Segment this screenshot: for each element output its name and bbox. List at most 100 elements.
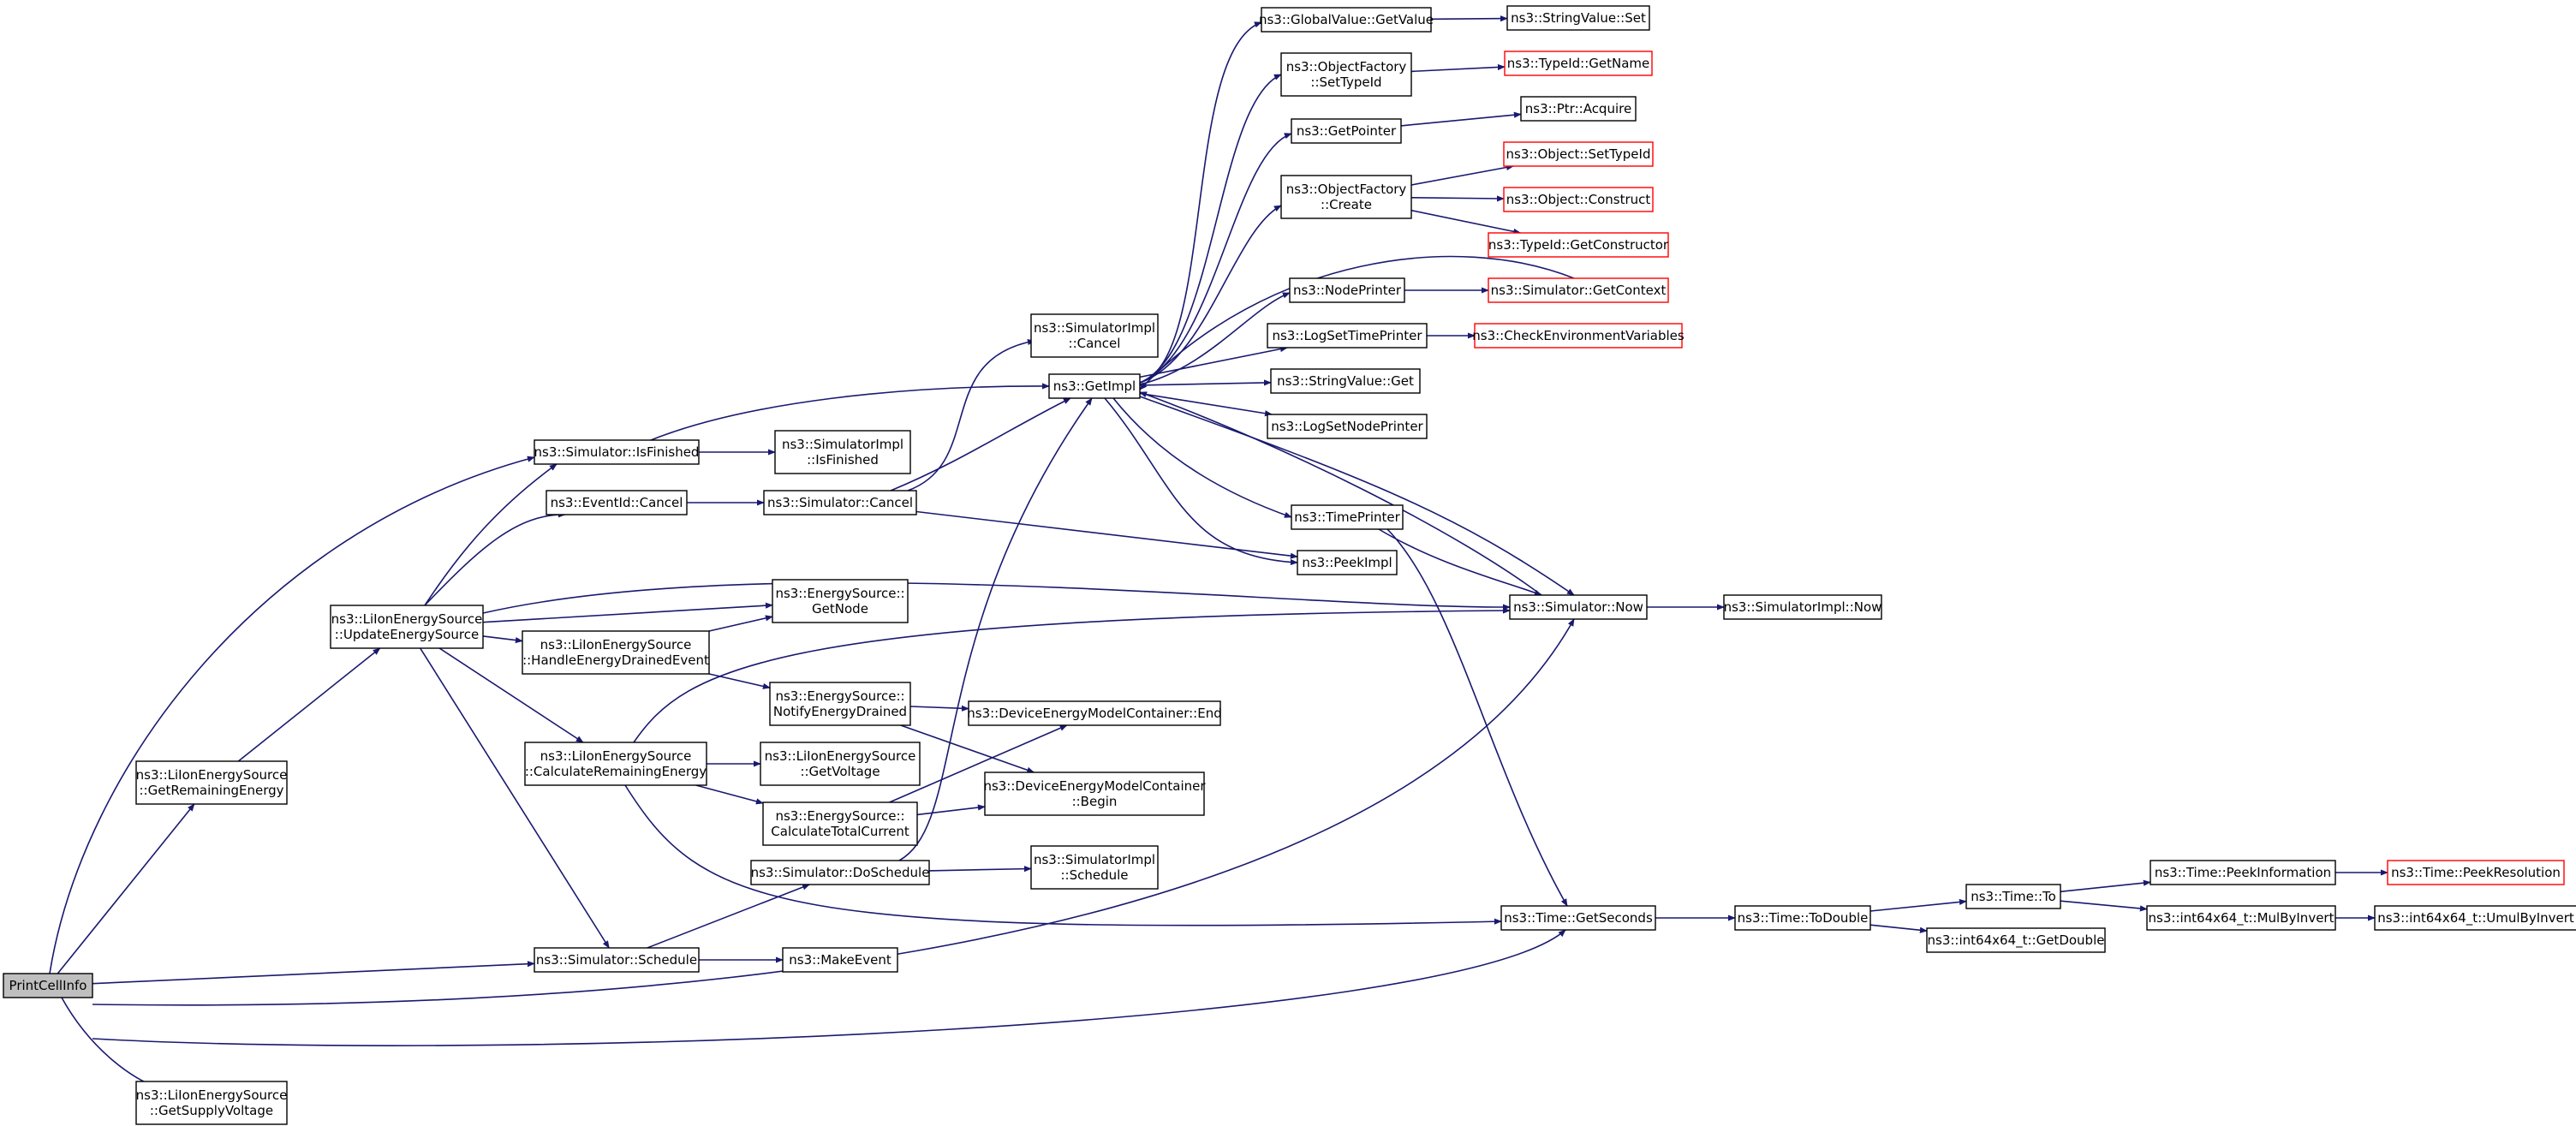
edge-print-to-simNow: [92, 618, 1575, 1006]
node-logSetNodePrinter[interactable]: ns3::LogSetNodePrinter: [1267, 414, 1428, 439]
edge-calcRemEnergy-to-calcTotalCurrent: [695, 784, 764, 805]
node-label-timePeekRes: ns3::Time::PeekResolution: [2391, 865, 2561, 880]
node-timeGetSeconds[interactable]: ns3::Time::GetSeconds: [1500, 905, 1656, 931]
node-updateES[interactable]: ns3::LiIonEnergySource::UpdateEnergySour…: [330, 605, 484, 649]
node-box-nodePrinter: [1289, 277, 1405, 303]
node-calcTotalCurrent[interactable]: ns3::EnergySource::CalculateTotalCurrent: [762, 801, 918, 846]
node-demcBegin[interactable]: ns3::DeviceEnergyModelContainer::Begin: [983, 772, 1206, 816]
node-label-getSupplyV: ns3::LiIonEnergySource: [136, 1087, 288, 1103]
node-demcEnd[interactable]: ns3::DeviceEnergyModelContainer::End: [967, 700, 1222, 726]
edge-simCancel-to-getImpl: [890, 397, 1071, 492]
node-getImpl[interactable]: ns3::GetImpl: [1048, 373, 1141, 399]
edge-updateES-to-handleDrained: [482, 635, 523, 644]
node-nodePrinter[interactable]: ns3::NodePrinter: [1289, 277, 1405, 303]
node-peekImpl[interactable]: ns3::PeekImpl: [1297, 550, 1398, 575]
edge-handleDrained-to-getNode: [708, 615, 773, 632]
node-implCancel[interactable]: ns3::SimulatorImpl::Cancel: [1030, 313, 1159, 358]
node-timePrinter[interactable]: ns3::TimePrinter: [1291, 504, 1404, 530]
edge-updateES-to-getNode: [482, 602, 773, 623]
node-simSchedule[interactable]: ns3::Simulator::Schedule: [534, 947, 700, 973]
node-box-calcTotalCurrent: [762, 801, 918, 846]
node-box-simSchedule: [534, 947, 700, 973]
edge-getImpl-to-timePrinter: [1112, 397, 1292, 518]
node-int64UmulByInvert[interactable]: ns3::int64x64_t::UmulByInvert: [2374, 905, 2576, 931]
node-box-demcBegin: [984, 772, 1205, 816]
node-ofSetTypeId[interactable]: ns3::ObjectFactory::SetTypeId: [1280, 52, 1412, 97]
node-int64MulByInvert[interactable]: ns3::int64x64_t::MulByInvert: [2146, 905, 2336, 931]
node-objSetTypeId[interactable]: ns3::Object::SetTypeId: [1503, 141, 1654, 167]
node-box-getSupplyV: [135, 1081, 288, 1125]
edge-simGetContext-to-getImpl: [1139, 255, 1575, 390]
node-box-int64GetDouble: [1926, 927, 2106, 953]
node-getVoltage[interactable]: ns3::LiIonEnergySource::GetVoltage: [760, 742, 921, 786]
node-simIsFinished[interactable]: ns3::Simulator::IsFinished: [534, 439, 700, 465]
node-implIsFinished[interactable]: ns3::SimulatorImpl::IsFinished: [774, 430, 911, 474]
edge-timePrinter-to-timeGetSeconds: [1386, 528, 1568, 907]
node-label-implCancel: ::Cancel: [1069, 336, 1121, 351]
edge-getImpl-to-ofCreate: [1139, 205, 1282, 384]
node-doSchedule[interactable]: ns3::Simulator::DoSchedule: [750, 860, 930, 885]
node-box-simNow: [1509, 594, 1648, 620]
edge-getImpl-to-ofSetTypeId: [1139, 74, 1282, 384]
node-ofCreate[interactable]: ns3::ObjectFactory::Create: [1280, 175, 1412, 219]
node-label-notifyDrained: ns3::EnergySource::: [775, 688, 904, 704]
node-box-simCancel: [763, 490, 917, 515]
node-typeIdGetCtor[interactable]: ns3::TypeId::GetConstructor: [1488, 232, 1669, 258]
node-label-nodePrinter: ns3::NodePrinter: [1293, 283, 1402, 298]
node-box-timePeekInfo: [2150, 860, 2336, 885]
node-label-simNow: ns3::Simulator::Now: [1513, 599, 1643, 615]
node-notifyDrained[interactable]: ns3::EnergySource::NotifyEnergyDrained: [769, 682, 911, 726]
node-label-implIsFinished: ns3::SimulatorImpl: [782, 437, 903, 452]
node-box-ptrAcquire: [1520, 96, 1637, 122]
node-label-getVoltage: ns3::LiIonEnergySource: [765, 748, 916, 764]
node-box-objConstruct: [1503, 187, 1654, 212]
node-box-int64MulByInvert: [2146, 905, 2336, 931]
node-label-implIsFinished: ::IsFinished: [807, 452, 879, 468]
edge-simCancel-to-peekImpl: [915, 510, 1298, 559]
node-simCancel[interactable]: ns3::Simulator::Cancel: [763, 490, 917, 515]
node-box-int64UmulByInvert: [2374, 905, 2576, 931]
edge-timeToDouble-to-timeTo: [1869, 898, 1967, 912]
node-label-getRemEnergy: ns3::LiIonEnergySource: [136, 767, 288, 783]
node-getSupplyV[interactable]: ns3::LiIonEnergySource::GetSupplyVoltage: [135, 1081, 288, 1125]
node-implSchedule[interactable]: ns3::SimulatorImpl::Schedule: [1030, 845, 1159, 890]
node-box-getImpl: [1048, 373, 1141, 399]
node-label-calcTotalCurrent: ns3::EnergySource::: [775, 808, 904, 824]
node-getRemEnergy[interactable]: ns3::LiIonEnergySource::GetRemainingEner…: [135, 760, 288, 805]
node-simNow[interactable]: ns3::Simulator::Now: [1509, 594, 1648, 620]
node-timeToDouble[interactable]: ns3::Time::ToDouble: [1734, 905, 1871, 931]
node-int64GetDouble[interactable]: ns3::int64x64_t::GetDouble: [1926, 927, 2106, 953]
node-svGet[interactable]: ns3::StringValue::Get: [1270, 368, 1421, 394]
edge-print-to-simIsFinished: [49, 456, 535, 974]
edge-simCancel-to-implCancel: [907, 338, 1035, 492]
node-objConstruct[interactable]: ns3::Object::Construct: [1503, 187, 1654, 212]
node-implNow[interactable]: ns3::SimulatorImpl::Now: [1723, 594, 1882, 620]
node-print[interactable]: PrintCellInfo: [3, 973, 93, 998]
node-eventCancel[interactable]: ns3::EventId::Cancel: [546, 490, 688, 515]
node-ptrAcquire[interactable]: ns3::Ptr::Acquire: [1520, 96, 1637, 122]
edge-getImpl-to-svGet: [1139, 379, 1272, 386]
node-simGetContext[interactable]: ns3::Simulator::GetContext: [1488, 277, 1669, 303]
node-checkEnvVars[interactable]: ns3::CheckEnvironmentVariables: [1472, 323, 1685, 349]
node-label-eventCancel: ns3::EventId::Cancel: [551, 495, 683, 510]
node-box-getPointer: [1291, 118, 1402, 144]
nodes: PrintCellInfons3::LiIonEnergySource::Get…: [3, 5, 2576, 1125]
node-label-getSupplyV: ::GetSupplyVoltage: [150, 1103, 273, 1118]
edge-simSchedule-to-doSchedule: [647, 884, 811, 949]
node-box-implIsFinished: [774, 430, 911, 474]
node-timeTo[interactable]: ns3::Time::To: [1965, 884, 2061, 909]
node-svSet[interactable]: ns3::StringValue::Set: [1506, 5, 1650, 31]
node-gvGetValue[interactable]: ns3::GlobalValue::GetValue: [1259, 7, 1434, 33]
node-timePeekInfo[interactable]: ns3::Time::PeekInformation: [2150, 860, 2336, 885]
node-getNode[interactable]: ns3::EnergySource::GetNode: [772, 579, 909, 623]
node-timePeekRes[interactable]: ns3::Time::PeekResolution: [2387, 860, 2565, 885]
node-label-ofSetTypeId: ::SetTypeId: [1310, 74, 1381, 90]
node-getPointer[interactable]: ns3::GetPointer: [1291, 118, 1402, 144]
node-logSetTimePrinter[interactable]: ns3::LogSetTimePrinter: [1267, 323, 1428, 349]
node-typeIdGetName[interactable]: ns3::TypeId::GetName: [1504, 51, 1653, 76]
node-calcRemEnergy[interactable]: ns3::LiIonEnergySource::CalculateRemaini…: [524, 742, 707, 786]
node-makeEvent[interactable]: ns3::MakeEvent: [782, 947, 898, 973]
node-label-timeGetSeconds: ns3::Time::GetSeconds: [1504, 910, 1653, 926]
node-handleDrained[interactable]: ns3::LiIonEnergySource::HandleEnergyDrai…: [522, 630, 710, 675]
